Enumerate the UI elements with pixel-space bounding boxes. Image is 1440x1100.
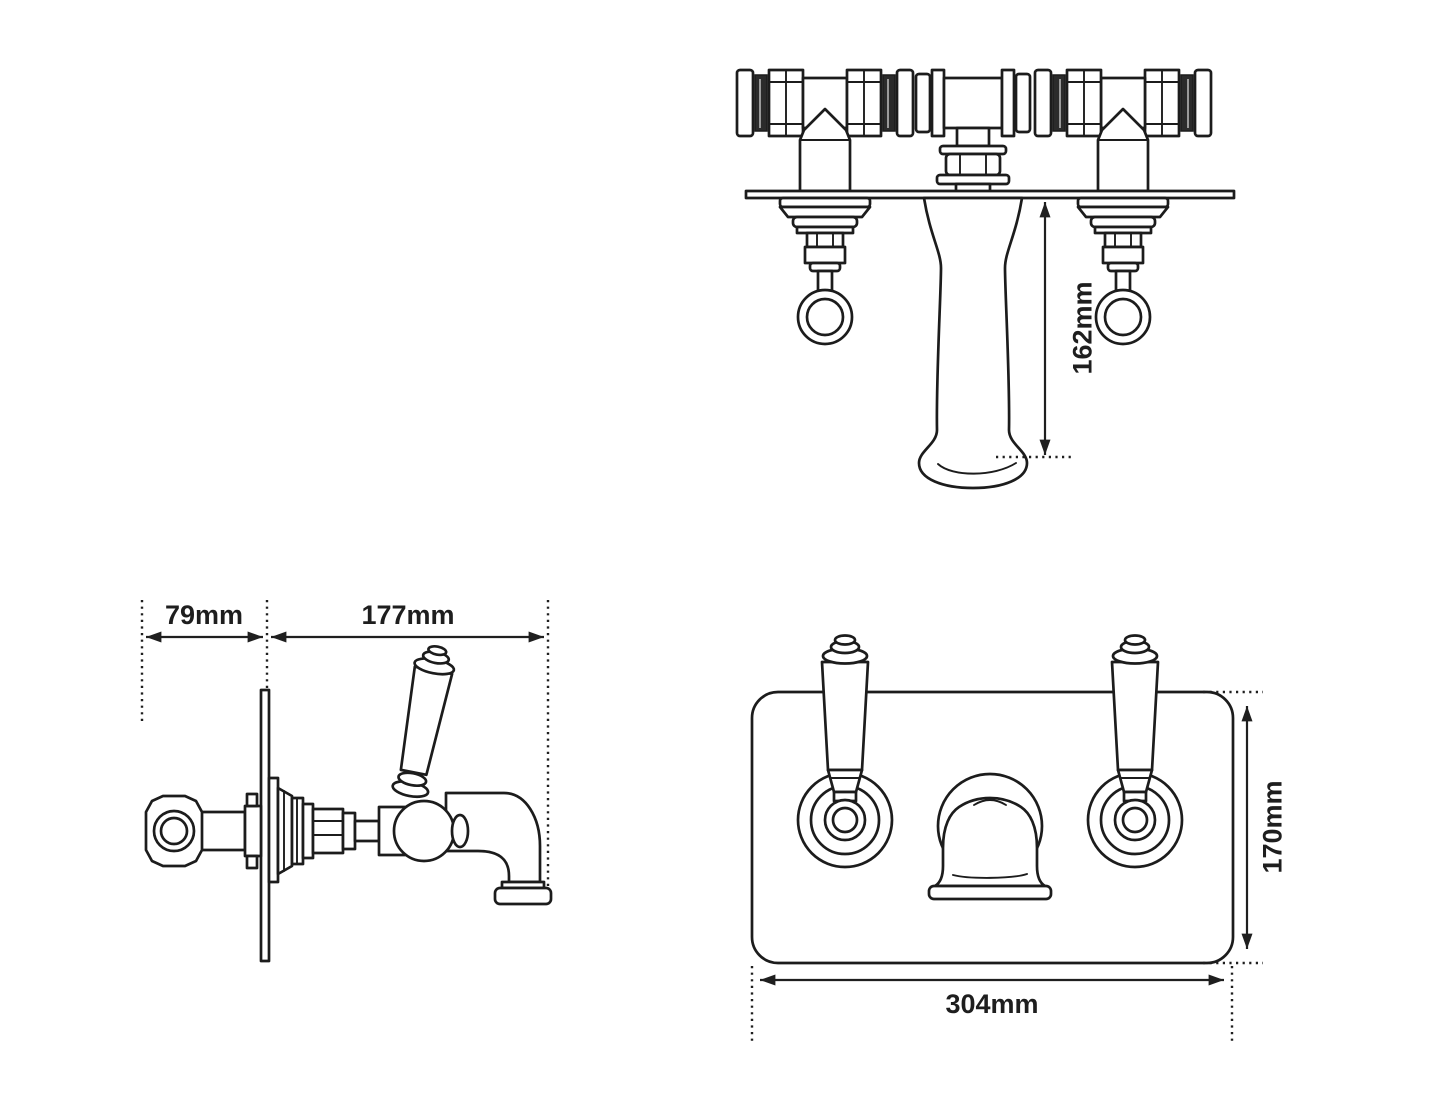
lever-handle-front	[796, 634, 894, 869]
spout-side	[444, 791, 553, 906]
compression-tee-fitting	[1033, 68, 1213, 193]
dimension-wall-depth: 79mm	[146, 600, 263, 643]
dimension-label-plate-height: 170mm	[1257, 780, 1287, 873]
dimension-label-spout-projection: 177mm	[361, 600, 454, 630]
spout-rear	[917, 196, 1029, 490]
dimension-label-plate-width: 304mm	[945, 989, 1038, 1019]
handle-hub-side	[392, 799, 456, 863]
compression-tee-fitting	[735, 68, 915, 193]
lever-handle-side	[391, 644, 456, 799]
dimension-spout-projection: 177mm	[271, 600, 544, 643]
valve-cartridge-side	[311, 805, 407, 857]
spout-front	[927, 772, 1053, 901]
dimension-plate-width: 304mm	[760, 974, 1224, 1019]
center-tee-fitting	[914, 68, 1032, 194]
dimension-spout-drop: 162mm	[996, 202, 1097, 459]
dimension-label-wall-depth: 79mm	[165, 600, 243, 630]
valve-escutcheon-rear	[778, 196, 872, 346]
side-elevation-view: 79mm 177mm	[140, 600, 553, 963]
tee-leg	[798, 107, 852, 193]
supply-pipe-side	[144, 792, 263, 870]
rear-elevation-view: 162mm	[735, 68, 1236, 490]
dimension-label-spout-drop: 162mm	[1067, 281, 1097, 374]
front-elevation-view: 170mm 304mm	[750, 634, 1287, 1042]
escutcheon-side	[267, 776, 315, 884]
spout-base-front	[927, 884, 1053, 901]
dimension-plate-height: 170mm	[1241, 706, 1287, 949]
hex-nut	[944, 152, 1002, 177]
